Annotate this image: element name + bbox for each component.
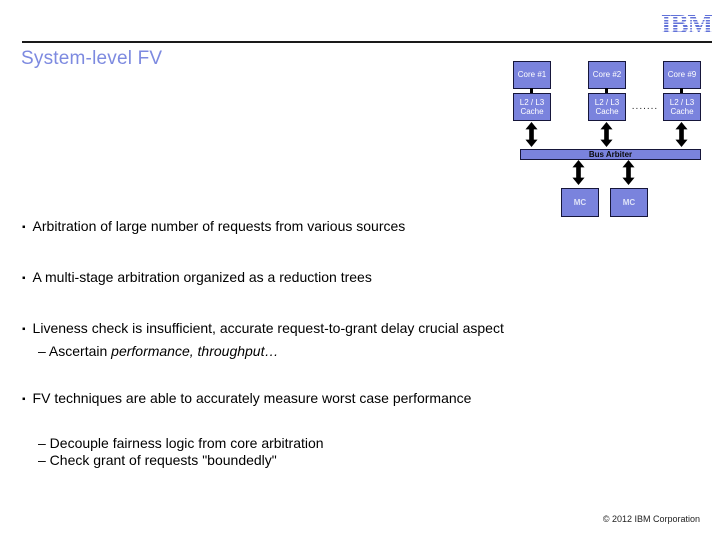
bullet-item: ▪ FV techniques are able to accurately me… — [22, 390, 471, 408]
bullet-text: Arbitration of large number of requests … — [32, 218, 406, 234]
bullet-item: ▪ Arbitration of large number of requests… — [22, 218, 405, 236]
bullet-square-icon: ▪ — [22, 273, 26, 284]
cache-box-9: L2 / L3 Cache — [663, 93, 701, 121]
cache-label-line1: L2 / L3 — [669, 98, 695, 107]
double-arrow-icon — [572, 159, 585, 186]
bullet-text: FV techniques are able to accurately mea… — [32, 390, 472, 406]
cache-label-line2: Cache — [595, 107, 619, 116]
bullet-square-icon: ▪ — [22, 222, 26, 233]
sub-bullet-item: – Check grant of requests "boundedly" — [38, 452, 277, 469]
bus-arbiter-bar: Bus Arbiter — [520, 149, 701, 160]
core-cache-connector — [680, 88, 683, 94]
core-cache-connector — [530, 88, 533, 94]
core-cache-connector — [605, 88, 608, 94]
double-arrow-icon — [675, 121, 688, 148]
core-box-1: Core #1 — [513, 61, 551, 89]
ibm-logo-text: IBM — [661, 9, 713, 39]
mc-box-2: MC — [610, 188, 648, 217]
header-divider — [22, 41, 712, 43]
bullet-text: A multi-stage arbitration organized as a… — [32, 269, 372, 285]
cache-box-1: L2 / L3 Cache — [513, 93, 551, 121]
double-arrow-icon — [622, 159, 635, 186]
core-box-2: Core #2 — [588, 61, 626, 89]
copyright-notice: © 2012 IBM Corporation — [602, 514, 700, 524]
bullet-item: ▪ Liveness check is insufficient, accurat… — [22, 320, 504, 338]
bullet-square-icon: ▪ — [22, 324, 26, 335]
sub-bullet-item: – Ascertain performance, throughput… — [38, 343, 278, 360]
cache-label-line1: L2 / L3 — [594, 98, 620, 107]
sub-bullet-text: – Decouple fairness logic from core arbi… — [38, 435, 324, 451]
double-arrow-icon — [525, 121, 538, 148]
sub-bullet-item: – Decouple fairness logic from core arbi… — [38, 435, 324, 452]
bullet-item: ▪ A multi-stage arbitration organized as … — [22, 269, 372, 287]
bullet-square-icon: ▪ — [22, 394, 26, 405]
ibm-logo: IBM — [661, 9, 713, 39]
ellipsis-dots: ....... — [631, 101, 659, 112]
sub-bullet-italic-text: performance, throughput… — [111, 343, 279, 359]
cache-box-2: L2 / L3 Cache — [588, 93, 626, 121]
sub-bullet-text: – Ascertain — [38, 343, 112, 359]
cache-label-line2: Cache — [670, 107, 694, 116]
double-arrow-icon — [600, 121, 613, 148]
core-box-9: Core #9 — [663, 61, 701, 89]
mc-box-1: MC — [561, 188, 599, 217]
sub-bullet-text: – Check grant of requests "boundedly" — [38, 452, 277, 468]
cache-label-line1: L2 / L3 — [519, 98, 545, 107]
cache-label-line2: Cache — [520, 107, 544, 116]
bullet-text: Liveness check is insufficient, accurate… — [32, 320, 504, 336]
page-title: System-level FV — [21, 48, 163, 69]
